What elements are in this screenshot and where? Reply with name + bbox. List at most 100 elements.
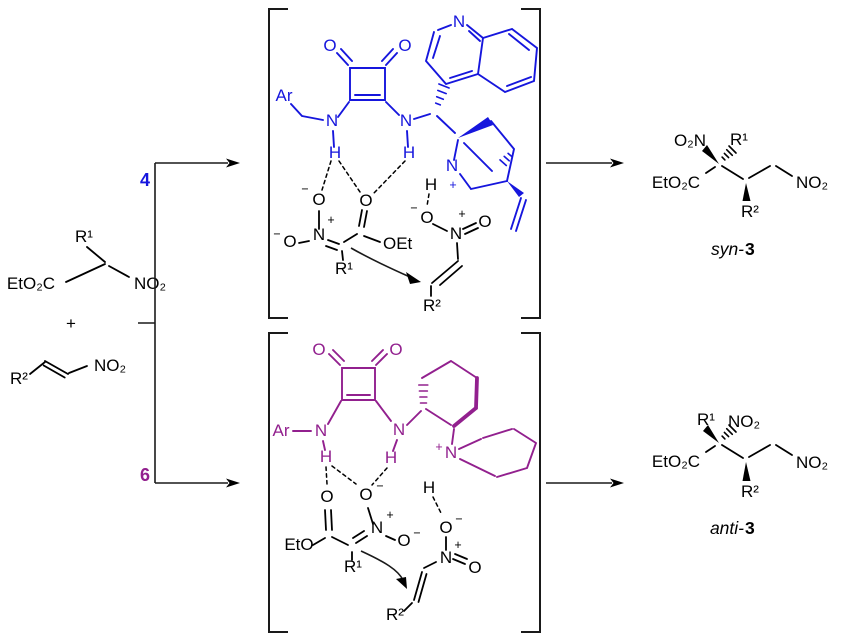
ts-top-curved-arrow bbox=[350, 247, 421, 284]
bold-wedge bbox=[742, 183, 751, 201]
right-bracket bbox=[521, 8, 541, 319]
ts-bottom-curved-arrow bbox=[360, 550, 407, 589]
arrowhead bbox=[396, 577, 407, 589]
catalyst-6-label: 6 bbox=[140, 465, 150, 485]
nitronate-n: N bbox=[313, 225, 325, 244]
carbonyl-o: O bbox=[398, 36, 411, 55]
plus-charge: + bbox=[435, 440, 442, 454]
ammonium-h: H bbox=[423, 478, 435, 497]
ts-bottom-nitronate: O O − EtO N + O − R¹ bbox=[284, 465, 421, 576]
nitronate-n: N bbox=[371, 518, 383, 537]
squaramide-catalyst-4: O O Ar N H N H N N + bbox=[276, 12, 538, 232]
catalyst-4-label: 4 bbox=[140, 170, 150, 190]
ts-top-nitroalkene: H − O N + O R² bbox=[410, 175, 491, 315]
product-anti-3: R¹ NO₂ EtO₂C NO₂ R² anti- 3 bbox=[652, 410, 828, 538]
branch-lines: 4 6 bbox=[138, 158, 624, 488]
nitronate-o: O bbox=[359, 485, 372, 504]
nitro-o: O bbox=[478, 212, 491, 231]
oet-label: OEt bbox=[383, 234, 413, 253]
nitro-o: O bbox=[468, 558, 481, 577]
piperidinium-n: N bbox=[445, 443, 457, 462]
anti-label: anti- bbox=[710, 518, 744, 538]
nitro-o: O bbox=[439, 518, 452, 537]
quinoline-n: N bbox=[453, 12, 465, 31]
nh-hydrogen: H bbox=[320, 447, 332, 466]
bold-wedge bbox=[702, 145, 719, 164]
ts-top: O O Ar N H N H N N + bbox=[268, 8, 541, 319]
minus-charge: − bbox=[273, 227, 280, 241]
right-bracket bbox=[521, 332, 541, 633]
no2-label: NO₂ bbox=[94, 356, 126, 375]
r2-label: R² bbox=[386, 605, 404, 624]
nh-nitrogen: N bbox=[400, 111, 412, 130]
plus-charge: + bbox=[327, 213, 334, 227]
reactant-nitroester: R¹ EtO₂C NO₂ bbox=[7, 227, 166, 293]
r1-label: R¹ bbox=[335, 259, 353, 278]
arrowhead bbox=[610, 478, 624, 488]
eto2c-label: EtO₂C bbox=[652, 452, 700, 471]
no2-label: NO₂ bbox=[796, 173, 828, 192]
eto-label: EtO bbox=[284, 535, 313, 554]
no2-label: NO₂ bbox=[728, 412, 760, 431]
minus-charge: − bbox=[301, 182, 308, 196]
r2-label: R² bbox=[10, 369, 28, 388]
bold-wedge bbox=[742, 462, 751, 481]
arrowhead bbox=[226, 478, 240, 488]
nitronate-o: O bbox=[283, 232, 296, 251]
ts-top-nitronate: − O − O N + O OEt R¹ bbox=[273, 160, 413, 278]
nh-nitrogen: N bbox=[393, 420, 405, 439]
nitro-n: N bbox=[440, 548, 452, 567]
nh-hydrogen: H bbox=[403, 143, 415, 162]
o2n-label: O₂N bbox=[674, 131, 706, 150]
arrowhead bbox=[406, 272, 421, 284]
nh-hydrogen: H bbox=[385, 448, 397, 467]
compound-number: 3 bbox=[745, 239, 755, 259]
plus-sign: + bbox=[66, 314, 76, 333]
eto2c-label: EtO₂C bbox=[7, 274, 55, 293]
eto2c-label: EtO₂C bbox=[652, 173, 700, 192]
nh-nitrogen: N bbox=[326, 111, 338, 130]
nh-nitrogen: N bbox=[315, 421, 327, 440]
product-syn-3: O₂N R¹ EtO₂C NO₂ R² syn- 3 bbox=[652, 130, 828, 259]
no2-label: NO₂ bbox=[796, 453, 828, 472]
arrowhead bbox=[610, 158, 624, 168]
squaramide-catalyst-6: O O Ar N H N H N + bbox=[273, 340, 537, 478]
ts-bottom: O O Ar N H N H N + O bbox=[268, 332, 541, 633]
ester-carbonyl-o: O bbox=[359, 191, 372, 210]
plus-charge: + bbox=[449, 178, 456, 192]
r1-label: R¹ bbox=[730, 130, 748, 149]
left-bracket bbox=[268, 8, 288, 319]
r2-label: R² bbox=[741, 482, 759, 501]
plus-charge: + bbox=[458, 207, 465, 221]
syn-label: syn- bbox=[711, 239, 744, 259]
left-bracket bbox=[268, 332, 288, 633]
nitro-o: O bbox=[420, 208, 433, 227]
quinuclidine-n: N bbox=[446, 156, 458, 175]
r1-label: R¹ bbox=[75, 227, 93, 246]
minus-charge: − bbox=[376, 479, 383, 493]
plus-charge: + bbox=[454, 538, 461, 552]
bold-wedge bbox=[458, 117, 493, 138]
plus-charge: + bbox=[386, 508, 393, 522]
nitro-n: N bbox=[450, 224, 462, 243]
ester-carbonyl-o: O bbox=[320, 487, 333, 506]
reactant-nitroalkene: R² NO₂ bbox=[10, 356, 126, 388]
minus-charge: − bbox=[455, 512, 462, 526]
piperidinium-ring: N + bbox=[435, 428, 537, 478]
nitronate-o: O bbox=[397, 531, 410, 550]
bold-wedge bbox=[703, 425, 719, 443]
r1-label: R¹ bbox=[697, 410, 715, 429]
arrowhead bbox=[226, 158, 240, 168]
r2-label: R² bbox=[741, 202, 759, 221]
r1-label: R¹ bbox=[344, 557, 362, 576]
no2-label: NO₂ bbox=[134, 274, 166, 293]
carbonyl-o: O bbox=[323, 36, 336, 55]
compound-number: 3 bbox=[745, 518, 755, 538]
ammonium-h: H bbox=[425, 175, 437, 194]
ts-bottom-nitroalkene: H O − N + O R² bbox=[386, 478, 482, 624]
carbonyl-o: O bbox=[312, 340, 325, 359]
r2-label: R² bbox=[423, 296, 441, 315]
quinoline-ring: N bbox=[425, 12, 538, 93]
ar-label: Ar bbox=[273, 421, 290, 440]
